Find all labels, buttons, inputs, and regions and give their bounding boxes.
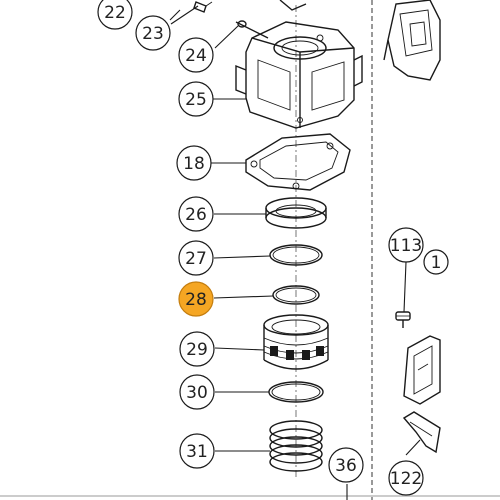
callout-number: 23 xyxy=(142,24,164,44)
callout-number: 24 xyxy=(185,46,207,66)
part-18-gasket xyxy=(245,133,351,191)
part-side-bracket xyxy=(403,335,441,405)
callout-number: 22 xyxy=(104,3,126,23)
callout-23[interactable]: 23 xyxy=(135,15,171,51)
part-top-bracket xyxy=(279,0,307,11)
part-122-clip xyxy=(402,411,441,454)
part-tool-body-fragment xyxy=(383,0,441,81)
callout-circle xyxy=(178,240,214,276)
callout-circle xyxy=(388,460,424,496)
callout-26[interactable]: 26 xyxy=(178,196,214,232)
callout-25[interactable]: 25 xyxy=(178,81,214,117)
callout-circle xyxy=(176,145,212,181)
part-25-housing xyxy=(235,21,363,129)
callout-circle xyxy=(328,447,364,483)
callout-24[interactable]: 24 xyxy=(178,37,214,73)
callout-circle xyxy=(178,281,214,317)
callout-number: 28 xyxy=(185,290,207,310)
callout-18[interactable]: 18 xyxy=(176,145,212,181)
callout-36[interactable]: 36 xyxy=(328,447,364,483)
part-28-o-ring xyxy=(272,285,320,305)
callout-circle xyxy=(423,249,449,275)
callout-circle xyxy=(179,433,215,469)
callout-number: 122 xyxy=(390,469,422,489)
part-27-o-ring xyxy=(269,244,323,266)
callout-circle xyxy=(178,81,214,117)
callout-number: 26 xyxy=(185,205,207,225)
callout-number: 113 xyxy=(390,236,422,256)
callout-layer: 22 23 24 25 18 26 27 28 29 30 31 36 113 1 122 xyxy=(97,0,449,496)
callout-number: 31 xyxy=(186,442,208,462)
callout-27[interactable]: 27 xyxy=(178,240,214,276)
part-29-bushing xyxy=(263,314,329,370)
callout-1[interactable]: 1 xyxy=(423,249,449,275)
callout-number: 29 xyxy=(186,340,208,360)
part-31-spring xyxy=(269,420,323,472)
callout-number: 30 xyxy=(186,383,208,403)
leader-lines xyxy=(169,5,421,500)
callout-31[interactable]: 31 xyxy=(179,433,215,469)
callout-circle xyxy=(135,15,171,51)
part-26-ring xyxy=(265,197,327,229)
callout-number: 27 xyxy=(185,249,207,269)
callout-circle xyxy=(179,374,215,410)
callout-22[interactable]: 22 xyxy=(97,0,133,30)
callout-122[interactable]: 122 xyxy=(388,460,424,496)
part-113-screw xyxy=(395,311,411,328)
callout-number: 1 xyxy=(431,253,442,273)
callout-circle xyxy=(178,37,214,73)
callout-29[interactable]: 29 xyxy=(179,331,215,367)
part-22-23-small-pin xyxy=(193,1,213,13)
callout-number: 18 xyxy=(183,154,205,174)
callout-circle xyxy=(97,0,133,30)
callout-number: 25 xyxy=(185,90,207,110)
callout-113[interactable]: 113 xyxy=(388,227,424,263)
callout-30[interactable]: 30 xyxy=(179,374,215,410)
callout-circle xyxy=(178,196,214,232)
callout-circle xyxy=(388,227,424,263)
callout-number: 36 xyxy=(335,456,357,476)
callout-circle xyxy=(179,331,215,367)
callout-28[interactable]: 28 xyxy=(178,281,214,317)
part-24-spring-pin xyxy=(235,20,269,39)
